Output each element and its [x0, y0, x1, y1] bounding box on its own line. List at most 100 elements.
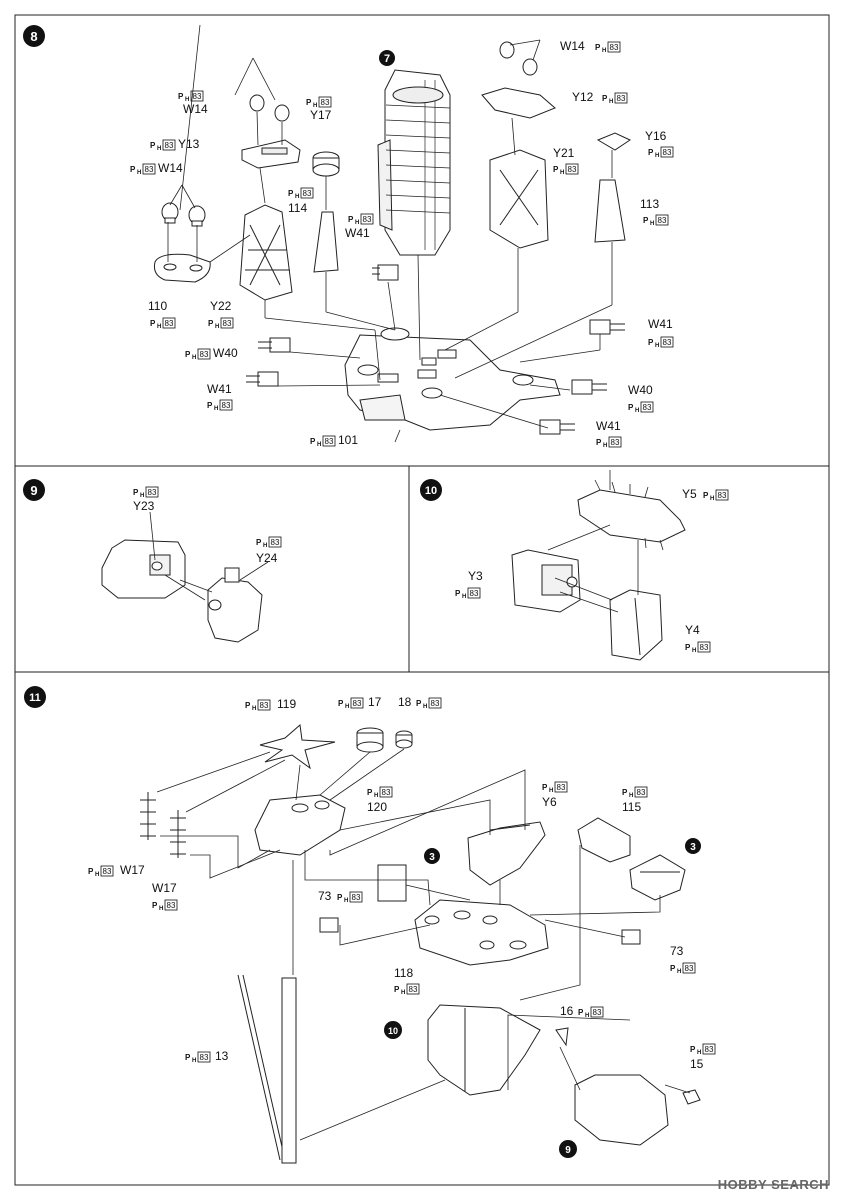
step-number-badge — [420, 479, 442, 501]
assembly-leader-lines — [149, 511, 269, 601]
step-8-labels: W14 Y13 W14 Y17 114 W41 110 Y22 W40 W41 … — [129, 39, 674, 450]
funnel-assembly — [377, 69, 451, 256]
paint-code: 83 — [718, 491, 727, 500]
label-y12: Y12 — [572, 90, 594, 104]
label-119: 119 — [277, 697, 296, 711]
part-y23 — [101, 539, 186, 599]
label-113: 113 — [640, 197, 659, 211]
label-73-b: 73 — [670, 944, 684, 958]
label-y5: Y5 — [682, 487, 697, 501]
paint-code: 83 — [637, 788, 646, 797]
paint-code: 83 — [223, 319, 232, 328]
assembly-leader-lines — [547, 470, 639, 613]
paint-code: 83 — [167, 901, 176, 910]
label-y24: Y24 — [256, 551, 278, 565]
part-w17 — [140, 792, 186, 858]
label-w41-b: W41 — [207, 382, 232, 396]
label-y3: Y3 — [468, 569, 483, 583]
part-y4 — [609, 589, 663, 661]
sub-assembly-9 — [574, 1074, 669, 1146]
callout-9: 9 — [565, 1145, 571, 1156]
step-number: 10 — [425, 485, 437, 497]
label-17: 17 — [368, 695, 382, 709]
step-number: 8 — [30, 29, 37, 44]
paint-code: 83 — [610, 43, 619, 52]
paint-code: 83 — [353, 699, 362, 708]
part-113 — [594, 179, 626, 243]
label-w17-b: W17 — [152, 881, 177, 895]
paint-code: 83 — [303, 189, 312, 198]
part-101-base — [344, 327, 561, 431]
paint-code: 83 — [325, 437, 334, 446]
part-y6 — [467, 821, 546, 886]
paint-code: 83 — [363, 215, 372, 224]
label-w41-a: W41 — [345, 226, 370, 240]
part-110 — [154, 202, 211, 283]
step-number: 11 — [29, 692, 41, 704]
part-y21 — [489, 149, 549, 249]
label-15: 15 — [690, 1057, 704, 1071]
label-y4: Y4 — [685, 623, 700, 637]
part-13 — [237, 974, 297, 1164]
paint-code: 83 — [658, 216, 667, 225]
label-73-a: 73 — [318, 889, 332, 903]
part-y22 — [239, 204, 293, 301]
callout-badge-10 — [384, 1021, 402, 1039]
callout-3b: 3 — [690, 842, 696, 853]
step-number-badge — [24, 686, 46, 708]
paint-code: 83 — [165, 141, 174, 150]
label-115: 115 — [622, 800, 641, 814]
callout-7: 7 — [384, 53, 390, 65]
label-101: 101 — [338, 433, 358, 447]
step-9-labels: Y23 Y24 83 83 — [132, 486, 282, 565]
step-number-badge — [23, 479, 45, 501]
w14-leader-a — [169, 184, 196, 209]
paint-code: 83 — [705, 1045, 714, 1054]
paint-code: 83 — [409, 985, 418, 994]
paint-code: 83 — [148, 488, 157, 497]
label-y21: Y21 — [553, 146, 575, 160]
part-y3 — [511, 549, 581, 613]
paint-code: 83 — [557, 783, 566, 792]
paint-code: 83 — [222, 401, 231, 410]
paint-code: 83 — [200, 1053, 209, 1062]
part-17 — [356, 727, 384, 753]
step-number: 9 — [30, 483, 37, 498]
paint-code: 83 — [700, 643, 709, 652]
label-18: 18 — [398, 695, 412, 709]
paint-code: 83 — [145, 165, 154, 174]
part-gun-mount — [377, 854, 686, 902]
callout-3a: 3 — [429, 852, 435, 863]
label-y16: Y16 — [645, 129, 667, 143]
paint-code: 83 — [568, 165, 577, 174]
label-w40-b: W40 — [628, 383, 653, 397]
paint-code: 83 — [593, 1008, 602, 1017]
label-16: 16 — [560, 1004, 574, 1018]
paint-code: 83 — [321, 98, 330, 107]
paint-code: 83 — [352, 893, 361, 902]
part-y16 — [596, 132, 632, 151]
paint-code: 83 — [271, 538, 280, 547]
sub-assembly-10 — [427, 1004, 541, 1096]
label-w17-a: W17 — [120, 863, 145, 877]
callout-badge-3b — [685, 838, 701, 854]
paint-code: 83 — [431, 699, 440, 708]
label-y23: Y23 — [133, 499, 155, 513]
label-y13: Y13 — [178, 137, 200, 151]
panel-step-9 — [14, 465, 410, 673]
callout-badge-7 — [379, 50, 395, 66]
paint-code: 83 — [193, 92, 202, 101]
step-10: 10 Y5 Y3 Y4 — [420, 470, 729, 661]
paint-code: 83 — [663, 148, 672, 157]
label-w14-c: W14 — [560, 39, 585, 53]
label-w41-c: W41 — [648, 317, 673, 331]
label-118: 118 — [394, 966, 413, 980]
part-114 — [313, 211, 339, 273]
paint-code: 83 — [165, 319, 174, 328]
step-9: 9 Y23 Y24 83 83 — [23, 479, 282, 643]
paint-code: 83 — [617, 94, 626, 103]
step-8: 8 7 — [23, 24, 674, 450]
part-y24 — [207, 567, 263, 643]
